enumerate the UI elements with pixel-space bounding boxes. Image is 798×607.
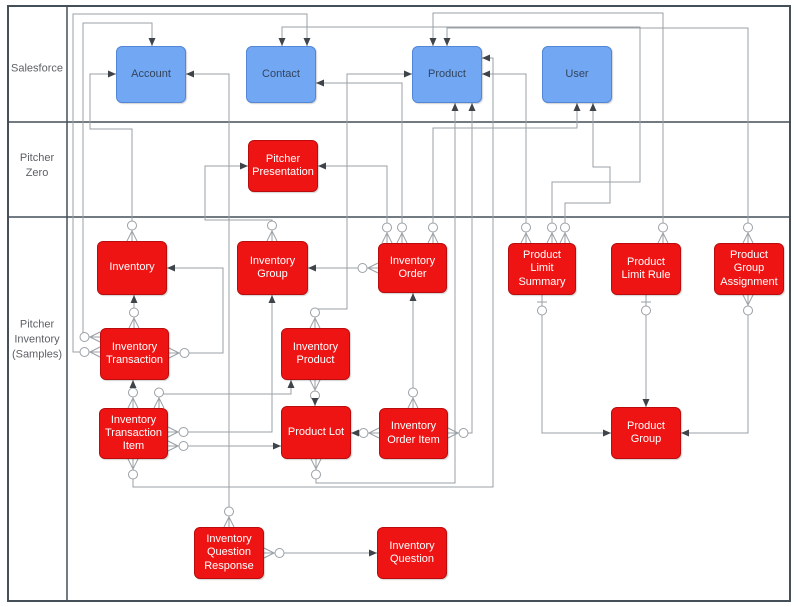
entity-inventory-question-response[interactable]: Inventory Question Response: [194, 527, 264, 579]
entity-inventory-transaction[interactable]: Inventory Transaction: [100, 328, 169, 380]
entity-account[interactable]: Account: [116, 46, 186, 103]
entity-product-lot[interactable]: Product Lot: [281, 406, 351, 459]
entity-inventory-order[interactable]: Inventory Order: [378, 243, 447, 293]
entity-inventory-product[interactable]: Inventory Product: [281, 328, 350, 380]
entity-product-limit-summary[interactable]: Product Limit Summary: [508, 243, 576, 295]
lane-label-salesforce: Salesforce: [11, 62, 63, 75]
entity-product-group-assignment[interactable]: Product Group Assignment: [714, 243, 784, 295]
entity-contact[interactable]: Contact: [246, 46, 316, 103]
entity-inventory-group[interactable]: Inventory Group: [237, 241, 308, 295]
entity-product-limit-rule[interactable]: Product Limit Rule: [611, 243, 681, 295]
entity-inventory-order-item[interactable]: Inventory Order Item: [379, 408, 448, 459]
lane-label-pitcher-inventory: Pitcher Inventory (Samples): [11, 318, 63, 361]
lane-label-pitcher-zero: Pitcher Zero: [19, 152, 55, 179]
entity-product[interactable]: Product: [412, 46, 482, 103]
entity-inventory[interactable]: Inventory: [97, 241, 167, 295]
entity-pitcher-presentation[interactable]: Pitcher Presentation: [248, 140, 318, 192]
entity-user[interactable]: User: [542, 46, 612, 103]
entity-inventory-transaction-item[interactable]: Inventory Transaction Item: [99, 408, 168, 459]
entity-inventory-question[interactable]: Inventory Question: [377, 527, 447, 579]
entity-product-group[interactable]: Product Group: [611, 407, 681, 459]
